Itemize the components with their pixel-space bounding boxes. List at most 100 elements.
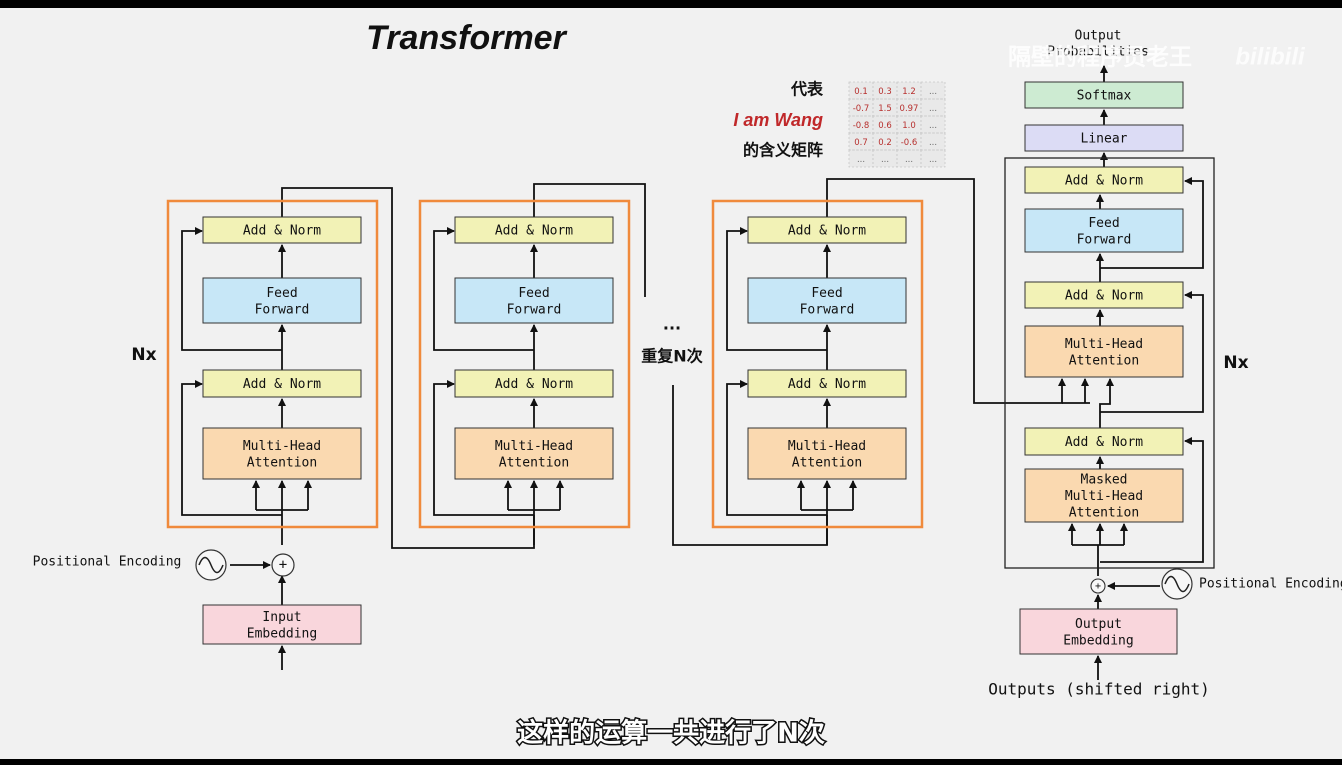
decoder-feed-forward-label: Feed (1088, 216, 1119, 231)
output-embedding-box-label: Embedding (1063, 633, 1133, 648)
softmax-box (1024, 81, 1184, 109)
matrix-value: ... (929, 104, 937, 114)
encoder-2-feed-forward-label: Forward (507, 302, 562, 317)
encoder-1-feed-forward-label: Forward (255, 302, 310, 317)
encoder-1-add-norm-top (202, 216, 362, 244)
encoder-2-frame (418, 199, 631, 529)
encoder-3-add-norm-bottom-label: Add & Norm (788, 377, 866, 392)
matrix-value: 1.0 (902, 121, 916, 131)
sine-wave-icon-path (198, 556, 224, 574)
connector-encoder-to-decoder (826, 178, 1066, 404)
encoder-3-feed-forward-label: Forward (800, 302, 855, 317)
linear-box-label: Linear (1081, 132, 1128, 147)
encoder-2-multi-head-attention-label: Multi-Head (495, 439, 573, 454)
encoder-1-feed-forward (202, 277, 362, 324)
matrix-value: 0.7 (854, 138, 868, 148)
matrix-value: -0.7 (853, 104, 870, 114)
matrix-value: -0.8 (853, 121, 870, 131)
decoder-masked-attention-label: Attention (1069, 506, 1139, 521)
decoder-add-norm-3 (1024, 166, 1184, 194)
encoder-3-residual-top (726, 227, 827, 351)
encoder-3-frame (711, 199, 924, 529)
decoder-add-norm-3-label: Add & Norm (1065, 174, 1143, 189)
matrix-value: 0.3 (878, 87, 892, 97)
encoder-1-frame (166, 199, 379, 529)
matrix-value: -0.6 (901, 138, 918, 148)
decoder-add-norm-2 (1024, 281, 1184, 309)
decoder-add-norm-1-label: Add & Norm (1065, 435, 1143, 450)
ellipsis-label: ... (663, 315, 681, 334)
plus-icon: + (279, 557, 287, 573)
linear-box (1024, 124, 1184, 152)
matrix-value: 0.1 (854, 87, 868, 97)
nx-label-left: Nx (131, 345, 156, 365)
decoder-add-norm-2-label: Add & Norm (1065, 289, 1143, 304)
encoder-3-add-norm-top-label: Add & Norm (788, 224, 866, 239)
encoder-1-multi-head-attention-label: Multi-Head (243, 439, 321, 454)
nx-label-right: Nx (1223, 353, 1248, 373)
encoder-3-feed-forward (747, 277, 907, 324)
decoder-residual-2 (1100, 291, 1204, 413)
matrix-value: ... (857, 155, 865, 165)
decoder-multi-head-attention (1024, 325, 1184, 378)
encoder-1-residual-top (181, 227, 282, 351)
matrix-value: 0.97 (900, 104, 919, 114)
encoder-1-multi-head-attention-label: Attention (247, 455, 317, 470)
matrix-value: 1.2 (902, 87, 916, 97)
positional-encoding-left-label: Positional Encoding (33, 555, 182, 570)
matrix-value: ... (929, 87, 937, 97)
encoder-2-residual-top (433, 227, 534, 351)
decoder-residual-1 (1100, 437, 1204, 563)
encoder-2-multi-head-attention-label: Attention (499, 455, 569, 470)
output-probabilities-label: Output (1075, 29, 1122, 44)
encoder-3-feed-forward-label: Feed (811, 286, 842, 301)
encoder-2-multi-head-attention (454, 427, 614, 480)
decoder-feed-forward (1024, 208, 1184, 253)
encoder-3-add-norm-top (747, 216, 907, 244)
encoder-3-multi-head-attention-label: Multi-Head (788, 439, 866, 454)
decoder-feed-forward-label: Forward (1077, 232, 1132, 247)
encoder-1-residual-bottom (181, 380, 282, 516)
matrix-value: ... (929, 121, 937, 131)
matrix-value: 1.5 (878, 104, 892, 114)
encoder-2-add-norm-bottom (454, 369, 614, 398)
matrix-value: 0.2 (878, 138, 892, 148)
decoder-masked-attention-label: Multi-Head (1065, 489, 1143, 504)
encoder-1-add-norm-top-label: Add & Norm (243, 224, 321, 239)
repeat-n-label: 重复N次 (641, 347, 702, 366)
matrix-value: ... (881, 155, 889, 165)
connector-encoder1-to-encoder2 (281, 187, 535, 549)
decoder-residual-3 (1100, 177, 1204, 269)
output-probabilities-label: Probabilities (1047, 45, 1149, 60)
encoder-1-add-norm-bottom-label: Add & Norm (243, 377, 321, 392)
input-embedding-box (202, 604, 362, 645)
diagram-title: Transformer (366, 19, 567, 57)
sine-wave-icon-right-path (1164, 575, 1190, 593)
sum-circle (271, 553, 295, 577)
encoder-2-feed-forward-label: Feed (518, 286, 549, 301)
matrix-value: ... (929, 138, 937, 148)
output-embedding-box-label: Output (1075, 617, 1122, 632)
decoder-plus-icon: + (1095, 581, 1101, 592)
subtitle-caption: 这样的运算一共进行了N次 (517, 718, 825, 749)
matrix-value: ... (905, 155, 913, 165)
encoder-2-residual-bottom (433, 380, 534, 516)
encoder-3-multi-head-attention (747, 427, 907, 480)
input-embedding-box-label: Embedding (247, 626, 317, 641)
positional-encoding-right-label: Positional Encoding (1199, 577, 1342, 592)
encoder-1-multi-head-attention (202, 427, 362, 480)
output-embedding-box (1019, 608, 1178, 655)
decoder-masked-attention-label: Masked (1081, 473, 1128, 488)
bilibili-logo: bilibili (1235, 43, 1306, 70)
encoder-3-add-norm-bottom (747, 369, 907, 398)
decoder-multi-head-attention-label: Multi-Head (1065, 337, 1143, 352)
connector-to-encoder-n (672, 385, 828, 546)
encoder-2-add-norm-bottom-label: Add & Norm (495, 377, 573, 392)
encoder-2-feed-forward (454, 277, 614, 324)
input-embedding-box-label: Input (262, 610, 301, 625)
encoder-3-multi-head-attention-label: Attention (792, 455, 862, 470)
encoder-2-add-norm-top (454, 216, 614, 244)
outputs-shifted-label: Outputs (shifted right) (988, 680, 1210, 699)
watermark-text: 隔壁的程序员老王 (1008, 44, 1192, 71)
